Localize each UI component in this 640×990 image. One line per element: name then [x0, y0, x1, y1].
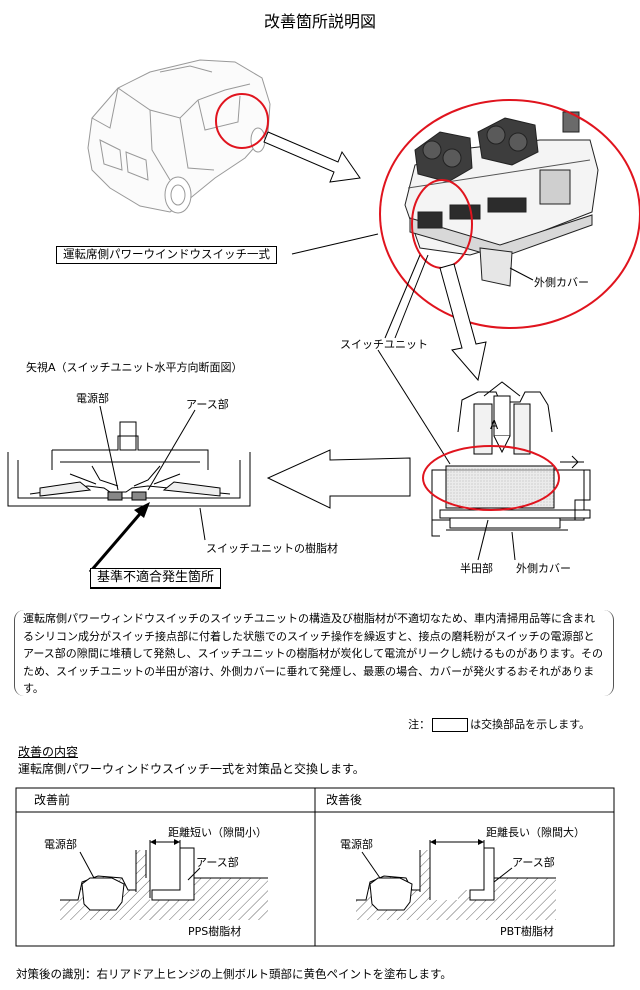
description-text: 運転席側パワーウィンドウスイッチのスイッチユニットの構造及び樹脂材が不適切なため…	[14, 610, 614, 696]
note: 注： は交換部品を示します。	[408, 716, 590, 732]
switch-unit-label: スイッチユニット	[340, 338, 428, 351]
defect-location-label: 基準不適合発生箇所	[90, 568, 222, 589]
before-header: 改善前	[34, 793, 71, 807]
after-distance-label: 距離長い（隙間大）	[486, 826, 585, 839]
after-material-label: PBT樹脂材	[500, 925, 554, 938]
power-part-label: 電源部	[76, 392, 109, 405]
after-header: 改善後	[326, 793, 363, 807]
before-distance-label: 距離短い（隙間小）	[168, 826, 267, 839]
improvement-text: 運転席側パワーウィンドウスイッチ一式を対策品と交換します。	[18, 762, 365, 776]
leader-line	[291, 233, 379, 255]
solder-part-label: 半田部	[460, 562, 493, 575]
car-switch-highlight-circle	[215, 93, 269, 149]
note-suffix: は交換部品を示します。	[470, 718, 590, 731]
view-a-label: A	[490, 418, 499, 432]
hollow-arrow-down-icon	[439, 263, 487, 382]
before-power-label: 電源部	[44, 838, 77, 851]
arrow-view-label: 矢視A（スイッチユニット水平方向断面図）	[26, 361, 243, 374]
improvement-heading: 改善の内容	[18, 745, 79, 759]
cross-section-highlight-circle	[422, 445, 560, 511]
car-illustration	[87, 59, 271, 214]
after-earth-label: アース部	[512, 856, 555, 869]
earth-part-label: アース部	[186, 398, 229, 411]
resin-material-label: スイッチユニットの樹脂材	[206, 542, 338, 555]
after-power-label: 電源部	[340, 838, 373, 851]
hollow-arrow-left-icon	[266, 449, 411, 509]
improvement-table	[15, 787, 615, 947]
switch-assembly-illustration	[404, 111, 599, 287]
cross-section-illustration	[431, 381, 591, 537]
horizontal-section-diagram	[7, 421, 251, 507]
before-earth-label: アース部	[196, 856, 239, 869]
before-diagram	[60, 847, 268, 920]
before-material-label: PPS樹脂材	[188, 925, 242, 938]
footer-identification: 対策後の識別：右リアドア上ヒンジの上側ボルト頭部に黄色ペイントを塗布します。	[16, 967, 452, 981]
after-diagram	[356, 847, 556, 920]
replacement-part-box	[432, 718, 469, 732]
outer-cover-label-bottom: 外側カバー	[516, 562, 571, 575]
switch-assembly-label: 運転席側パワーウインドウスイッチ一式	[56, 246, 277, 264]
note-prefix: 注：	[408, 718, 431, 731]
switch-assembly-highlight-circle	[379, 99, 640, 329]
hollow-arrow-right-icon	[263, 131, 361, 183]
page-title: 改善箇所説明図	[263, 12, 376, 31]
outer-cover-label-top: 外側カバー	[534, 276, 589, 289]
